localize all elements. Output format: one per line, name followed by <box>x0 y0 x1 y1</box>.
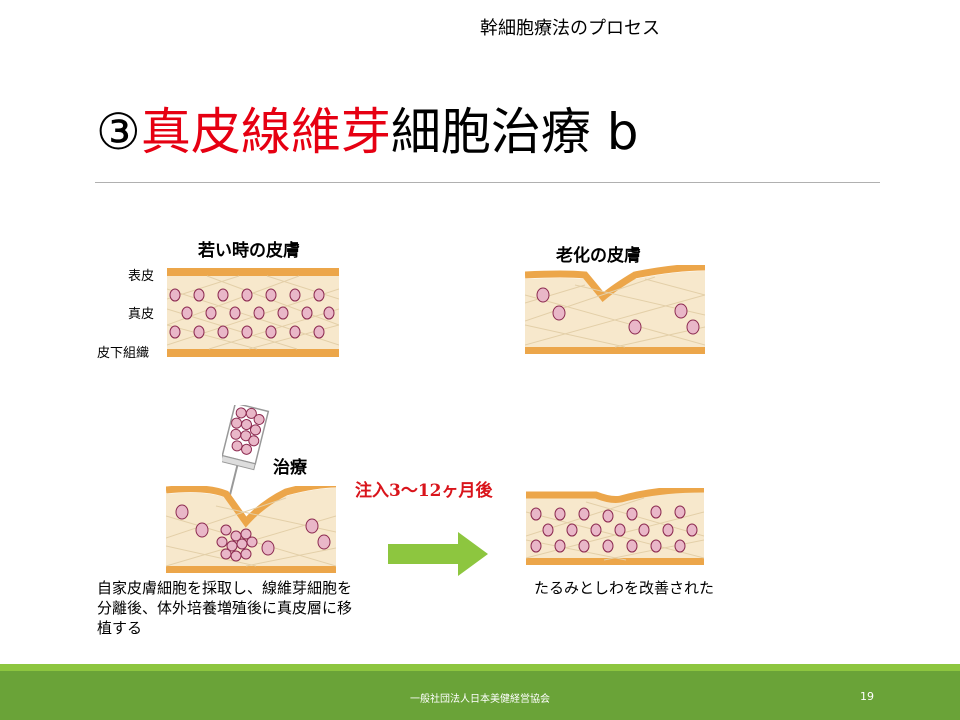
layer-label-epidermis: 表皮 <box>128 269 155 284</box>
aged-skin-title: 老化の皮膚 <box>556 246 641 266</box>
improved-skin-illustration <box>526 488 704 565</box>
page-number: 19 <box>860 690 874 703</box>
left-caption-line-2: 分離後、体外培養増殖後に真皮層に移 <box>97 599 353 617</box>
treatment-skin-illustration <box>166 486 336 573</box>
left-caption: 自家皮膚細胞を採取し、線維芽細胞を 分離後、体外培養増殖後に真皮層に移 植する <box>97 578 427 638</box>
right-caption: たるみとしわを改善された <box>534 579 715 597</box>
young-skin-title: 若い時の皮膚 <box>198 241 300 261</box>
title-red-part: 真皮線維芽 <box>140 103 391 161</box>
title-number: ③ <box>96 103 141 161</box>
footer-accent-line <box>0 664 960 671</box>
slide-subtitle: 幹細胞療法のプロセス <box>480 18 660 39</box>
arrow-right-icon <box>388 532 488 576</box>
title-black-part: 細胞治療 b <box>390 103 639 161</box>
aged-skin-illustration <box>525 265 705 354</box>
layer-label-dermis: 真皮 <box>128 307 155 322</box>
young-skin-illustration <box>167 268 339 357</box>
footer-bar <box>0 671 960 720</box>
layer-label-subcutis: 皮下組織 <box>97 346 150 361</box>
left-caption-line-1: 自家皮膚細胞を採取し、線維芽細胞を <box>97 579 353 597</box>
treatment-label: 治療 <box>273 458 307 478</box>
title-divider <box>95 182 880 183</box>
left-caption-line-3: 植する <box>97 619 143 637</box>
injection-period-label: 注入3～12ヶ月後 <box>355 481 493 501</box>
footer-organization: 一般社団法人日本美健経営協会 <box>410 694 550 705</box>
slide-title: ③真皮線維芽細胞治療 b <box>96 100 638 164</box>
